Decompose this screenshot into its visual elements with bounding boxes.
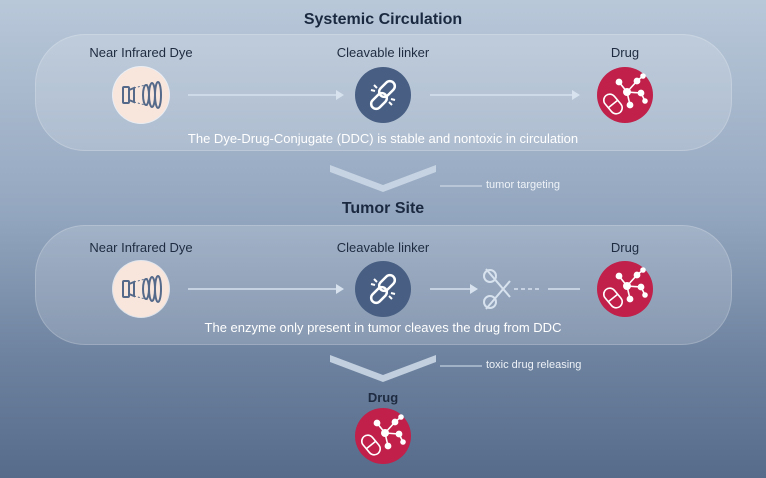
top-drug-circle bbox=[597, 67, 653, 123]
top-linker-circle bbox=[355, 67, 411, 123]
top-linker-label: Cleavable linker bbox=[336, 45, 430, 60]
molecule-pill-icon bbox=[602, 73, 648, 115]
top-description: The Dye-Drug-Conjugate (DDC) is stable a… bbox=[187, 131, 579, 146]
chain-link-broken-icon bbox=[369, 273, 397, 305]
tumor-targeting-note: tumor targeting bbox=[486, 179, 560, 191]
bottom-section-title: Tumor Site bbox=[341, 200, 425, 217]
infrared-dye-icon bbox=[122, 81, 162, 109]
bottom-linker-label: Cleavable linker bbox=[336, 240, 430, 255]
bottom-dye-label: Near Infrared Dye bbox=[89, 240, 193, 255]
scissors-icon bbox=[483, 268, 511, 310]
top-dye-circle bbox=[113, 67, 169, 123]
bottom-description: The enzyme only present in tumor cleaves… bbox=[204, 320, 562, 335]
infrared-dye-icon bbox=[122, 275, 162, 303]
chain-link-broken-icon bbox=[369, 79, 397, 111]
top-dye-label: Near Infrared Dye bbox=[89, 45, 193, 60]
bottom-drug-circle bbox=[597, 261, 653, 317]
molecule-pill-icon bbox=[602, 267, 648, 309]
top-drug-label: Drug bbox=[610, 45, 640, 60]
result-drug-label: Drug bbox=[367, 390, 399, 405]
top-section-title: Systemic Circulation bbox=[303, 11, 463, 28]
toxic-drug-releasing-note: toxic drug releasing bbox=[486, 359, 582, 371]
bottom-dye-circle bbox=[113, 261, 169, 317]
molecule-pill-icon bbox=[360, 414, 406, 456]
result-drug-circle bbox=[355, 408, 411, 464]
bottom-drug-label: Drug bbox=[610, 240, 640, 255]
bottom-linker-circle bbox=[355, 261, 411, 317]
